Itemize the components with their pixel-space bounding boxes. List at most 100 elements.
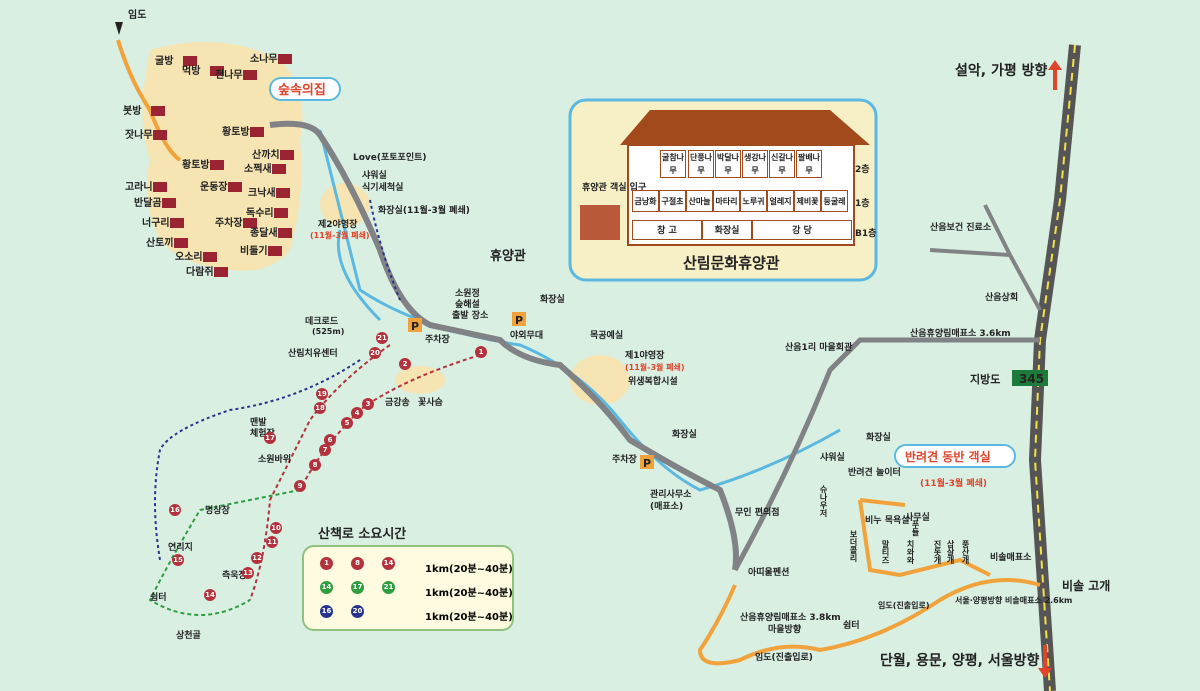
office: 관리사무소 [650,488,692,500]
ticket-label: 비솔매표소 [990,551,1032,563]
legend-time: 1km(20분~40분) [425,564,513,575]
ticket-36: 산음휴양림매표소 3.6km [910,327,1011,339]
legend-marker: 21 [382,581,395,594]
legend-row: 1km(20분~40분) [330,608,513,623]
meditation: 명상장 [205,504,231,516]
rest-area: 쉼터 [150,591,167,603]
recreation-hall-label: 휴양관 [490,248,526,264]
start-place: 출발 장소 [452,309,489,321]
sanum-health: 산음보건 진료소 [930,221,992,233]
legend-marker: 1 [320,557,333,570]
valley: 상천골 [176,629,201,641]
office-sub: (매표소) [650,500,683,512]
branch-road [732,337,1040,572]
forest-start: 숲해설 [455,298,480,310]
legend-marker: 16 [320,605,333,618]
legend-marker: 20 [351,605,364,618]
camp2-note: (11월-3월 폐쇄) [310,230,370,240]
legend-markers: 14 17 21 [320,581,413,594]
arrow-top-icon [115,22,123,35]
parking-main: 주차장 [425,333,451,345]
sanum-store: 산음상회 [985,291,1018,303]
parking-icon: P [408,318,422,333]
pet-note: (11월-3월 폐쇄) [920,477,987,489]
village-dir: 마을방향 [768,623,802,635]
seoul-dist: 서울·양평방향 비솔매표소 2.6km [955,595,1072,605]
arrow-up-icon [1048,60,1062,90]
forest-house-area [142,42,303,271]
sanum1: 산음1리 마을회관 [785,341,853,353]
legend-row: 1km(20분~40분) [330,584,513,599]
road-345 [1028,44,1081,691]
pet-area-label: 반려견 동반 객실 [905,449,991,464]
forest-house-label: 숲속의집 [278,82,326,98]
svg-text:P: P [411,320,419,333]
legend-marker: 14 [320,581,333,594]
svg-text:P: P [643,457,651,470]
route-number: 345 [1019,372,1044,386]
mancheon: 맨발 [250,416,267,428]
parking-icon: P [640,455,654,470]
building-roof [620,110,870,145]
toilet-winter: 화장실(11월-3월 폐쇄) [378,204,470,216]
legend-marker: 17 [351,581,364,594]
camp1: 제1야영장 [625,349,665,361]
limdo-top-label: 임도 [128,8,146,21]
pension: 아띠울펜션 [748,566,789,578]
route-label: 지방도 [970,372,1000,386]
shower-2: 샤워실 [820,451,845,463]
healing: 산림치유센터 [288,347,338,359]
toilet-main: 화장실 [540,293,565,305]
pet-bath: 비누 목욕실 [865,514,910,526]
stage: 야외무대 [510,329,543,341]
hygiene: 위생복합시설 [628,375,678,387]
to-south-label: 단월, 용문, 양평, 서울방향 [880,652,1039,669]
entrance-label: 휴양관 객실 입구 [582,181,646,193]
shower: 샤워실 [362,169,387,181]
parking-2: 주차장 [612,453,638,465]
shelter: 쉼터 [843,619,860,631]
deck-alt: (525m) [312,327,344,336]
grove: 측욱장 [222,569,248,581]
love-point: Love(포토포인트) [353,152,427,163]
toilet-3: 화장실 [866,431,891,443]
building-steps [580,205,620,240]
camp2: 제2야영장 [318,218,358,230]
limdo-entry2: 임도(진출입로) [878,600,929,610]
ticket-38: 산음휴양림매표소 3.8km [740,611,841,623]
limdo-top [116,39,182,162]
limdo-entry: 임도(진출입로) [755,651,813,663]
toilet-2: 화장실 [672,428,697,440]
legend-time: 1km(20분~40분) [425,612,513,623]
blue-trail [154,199,401,561]
main-road [269,120,739,571]
bisol-pass: 비솔 고개 [1062,578,1110,593]
camp2-area [320,183,370,227]
wish-rock: 소원바위 [258,453,291,465]
flower: 꽃사슴 [418,396,443,408]
limdo-south [697,578,1041,666]
legend-time: 1km(20분~40분) [425,588,513,599]
lawn-area [395,366,445,394]
camp1-note: (11월-3월 폐쇄) [625,362,685,372]
pet-road [858,498,991,578]
sowon: 소원정 [455,287,480,299]
office2: 사무실 [905,511,930,523]
pet-play: 반려견 놀이터 [848,466,901,478]
legend-marker: 8 [351,557,364,570]
to-seorak-label: 설악, 가평 방향 [955,62,1047,79]
geumgang: 금강송 [385,396,410,408]
village-road [929,204,1042,311]
lotus: 연리지 [168,541,193,553]
legend-marker: 14 [382,557,395,570]
svg-text:P: P [515,314,523,327]
woodwork: 목공예실 [590,329,623,341]
route-345-sign [1012,370,1048,386]
pet-badge: 반려견 동반 객실 [894,444,1016,468]
legend-title: 산책로 소요시간 [318,527,407,542]
map-title: 산림문화휴양관 [683,254,780,272]
